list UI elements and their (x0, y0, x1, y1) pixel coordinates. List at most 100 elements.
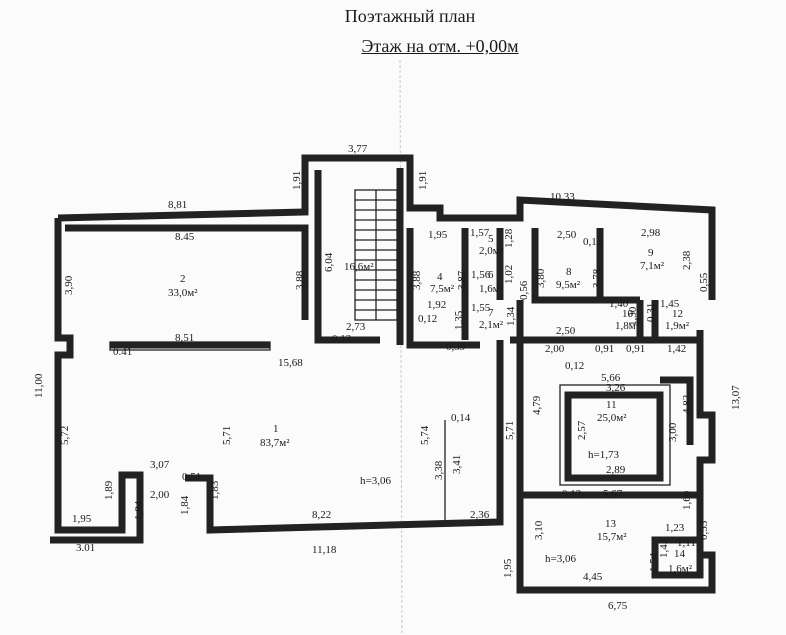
svg-text:1,91: 1,91 (417, 171, 429, 190)
svg-text:3,38: 3,38 (433, 460, 445, 480)
svg-text:5,67: 5,67 (603, 488, 623, 500)
svg-text:1,23: 1,23 (665, 522, 685, 534)
svg-text:0,56: 0,56 (518, 280, 530, 300)
svg-text:0,14: 0,14 (451, 412, 471, 424)
room-3-area: 16,6м² (344, 261, 374, 273)
svg-text:3,78: 3,78 (591, 268, 603, 288)
svg-text:0,12: 0,12 (565, 360, 584, 372)
svg-text:2,57: 2,57 (576, 420, 588, 440)
svg-text:1,30: 1,30 (627, 306, 639, 326)
svg-text:5,71: 5,71 (504, 421, 516, 440)
svg-text:3,10: 3,10 (533, 520, 545, 540)
room-10-area: 1,8м² (615, 320, 640, 332)
svg-text:11,00: 11,00 (33, 373, 45, 398)
svg-text:1,95: 1,95 (502, 558, 514, 578)
room-7-number: 7 (488, 307, 494, 319)
svg-text:0,12: 0,12 (562, 488, 581, 500)
svg-text:1,89: 1,89 (103, 480, 115, 500)
svg-text:0,55: 0,55 (698, 272, 710, 292)
room-5-number: 5 (488, 233, 494, 245)
svg-text:1,40: 1,40 (609, 298, 629, 310)
svg-text:4,45: 4,45 (583, 571, 603, 583)
svg-text:0,91: 0,91 (595, 343, 614, 355)
svg-text:1,83: 1,83 (209, 480, 221, 500)
svg-text:8,51: 8,51 (175, 332, 194, 344)
svg-text:1,56: 1,56 (471, 269, 491, 281)
svg-text:4,79: 4,79 (531, 395, 543, 415)
room-14-number: 14 (674, 548, 686, 560)
svg-text:10,33: 10,33 (550, 191, 575, 203)
svg-text:3,00: 3,00 (667, 422, 679, 442)
svg-text:0,91: 0,91 (626, 343, 645, 355)
svg-text:1,11: 1,11 (677, 537, 696, 549)
svg-text:0,53: 0,53 (698, 520, 710, 540)
svg-text:0,51: 0,51 (182, 471, 201, 483)
svg-text:8.45: 8.45 (175, 231, 195, 243)
room-2-number: 2 (180, 273, 186, 285)
svg-text:11,18: 11,18 (312, 544, 337, 556)
svg-text:4,82: 4,82 (681, 395, 693, 414)
room-11-height: h=1,73 (588, 449, 619, 461)
room-12-area: 1,9м² (665, 320, 690, 332)
room-14-area: 1,6м² (668, 563, 693, 575)
svg-text:0,31: 0,31 (645, 303, 657, 322)
room-13-area: 15,7м² (597, 531, 627, 543)
room-8-number: 8 (566, 266, 572, 278)
svg-text:1,42: 1,42 (667, 343, 686, 355)
svg-text:3,88: 3,88 (411, 270, 423, 290)
svg-text:5,74: 5,74 (419, 425, 431, 445)
svg-text:6,75: 6,75 (608, 600, 628, 612)
svg-text:0,12: 0,12 (583, 236, 602, 248)
svg-text:1,55: 1,55 (471, 302, 491, 314)
room-10-number: 10 (622, 308, 634, 320)
svg-text:2,00: 2,00 (150, 489, 170, 501)
svg-text:2,89: 2,89 (606, 464, 626, 476)
svg-text:3,88: 3,88 (294, 270, 306, 290)
svg-text:2,50: 2,50 (556, 325, 576, 337)
room-13-number: 13 (605, 518, 617, 530)
svg-text:0.41: 0.41 (113, 346, 132, 358)
plan-subtitle: Этаж на отм. +0,00м (361, 36, 519, 56)
svg-text:1,91: 1,91 (291, 171, 303, 190)
page-fold-line (399, 59, 403, 635)
dimension-labels: 3,77 1,91 1,91 8,81 8.45 10,33 1,95 1,57… (33, 143, 742, 612)
svg-text:1,60: 1,60 (681, 490, 693, 510)
svg-text:0,39: 0,39 (446, 341, 466, 353)
svg-text:0,12: 0,12 (418, 313, 437, 325)
svg-text:5,72: 5,72 (59, 426, 71, 445)
svg-text:1,34: 1,34 (505, 306, 517, 326)
svg-text:3,26: 3,26 (606, 382, 626, 394)
room-4-number: 4 (437, 271, 443, 283)
svg-text:1,42: 1,42 (658, 539, 670, 558)
room-6-number: 6 (488, 269, 494, 281)
svg-text:2,98: 2,98 (641, 227, 661, 239)
svg-text:1,28: 1,28 (503, 228, 515, 248)
room-7-area: 2,1м² (479, 319, 504, 331)
svg-text:1,95: 1,95 (72, 513, 92, 525)
svg-text:15,68: 15,68 (278, 357, 303, 369)
svg-text:3,41: 3,41 (451, 455, 463, 474)
room-5-area: 2,0м² (479, 245, 504, 257)
svg-text:2,73: 2,73 (346, 321, 366, 333)
room-9-area: 7,1м² (640, 260, 665, 272)
svg-text:3,07: 3,07 (150, 459, 170, 471)
stair-treads (354, 189, 398, 321)
wall-openings (109, 341, 671, 522)
room-1-area: 83,7м² (260, 437, 290, 449)
svg-text:1,84: 1,84 (133, 500, 145, 520)
svg-text:2,50: 2,50 (557, 229, 577, 241)
svg-text:2,38: 2,38 (681, 250, 693, 270)
svg-text:3,77: 3,77 (348, 143, 368, 155)
room-6-area: 1,6м² (479, 283, 504, 295)
stair-walls (314, 168, 404, 345)
svg-text:8,22: 8,22 (312, 509, 331, 521)
svg-text:3,80: 3,80 (535, 268, 547, 288)
room-4-area: 7,5м² (430, 283, 455, 295)
svg-text:8,81: 8,81 (168, 199, 187, 211)
svg-text:1,35: 1,35 (453, 310, 465, 330)
room-9-number: 9 (648, 247, 654, 259)
svg-text:0,12: 0,12 (332, 333, 351, 345)
room-12-number: 12 (672, 308, 683, 320)
svg-text:2,36: 2,36 (470, 509, 490, 521)
